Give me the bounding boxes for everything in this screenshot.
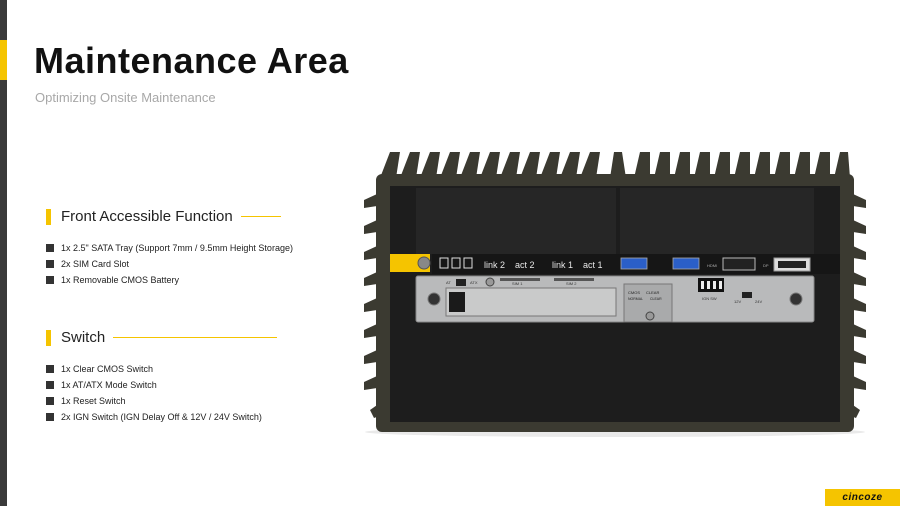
section-header: Front Accessible Function [46, 208, 293, 225]
switch-label-at: AT [446, 280, 451, 285]
section-title: Switch [61, 329, 106, 346]
bullet-icon [46, 276, 54, 284]
list-item: 2x SIM Card Slot [46, 256, 293, 272]
ign-sw-label: IGN SW [702, 296, 717, 301]
port-label-hdmi: HDMI [707, 263, 717, 268]
bullet-icon [46, 365, 54, 373]
section-title: Front Accessible Function [61, 208, 233, 225]
led-label-act1: act 1 [583, 260, 603, 270]
usb-port [620, 257, 648, 270]
cmos-label-normal: NORMAL [628, 297, 643, 301]
list-item: 1x AT/ATX Mode Switch [46, 377, 277, 393]
left-edge-accent [0, 40, 7, 80]
ign-dip-switch [698, 278, 724, 292]
brand-logo: cincoze [825, 489, 900, 506]
bullet-icon [46, 260, 54, 268]
hdmi-port [722, 257, 756, 271]
bullet-icon [46, 381, 54, 389]
sim-label-2: SIM 2 [566, 281, 577, 286]
bullet-icon [46, 413, 54, 421]
volt-label-24v: 24V [755, 299, 762, 304]
section-marker [46, 329, 51, 346]
led-label-act2: act 2 [515, 260, 535, 270]
device-front-image: link 2 act 2 link 1 act 1 HDMI DP AT ATX… [364, 152, 866, 437]
section-marker [46, 208, 51, 225]
volt-label-12v: 12V [734, 299, 741, 304]
cmos-label-clear: CLEAR [646, 290, 659, 295]
sata-tray [445, 287, 617, 317]
feature-list: 1x 2.5" SATA Tray (Support 7mm / 9.5mm H… [46, 240, 293, 288]
page-title: Maintenance Area [34, 40, 349, 81]
led-label-link1: link 1 [552, 260, 573, 270]
port-label-dp: DP [763, 263, 769, 268]
switch-label-atx: ATX [470, 280, 478, 285]
list-item: 1x Clear CMOS Switch [46, 361, 277, 377]
led-label-link2: link 2 [484, 260, 505, 270]
left-edge-bar [0, 0, 7, 506]
section-underline [240, 216, 281, 217]
section-underline [113, 337, 278, 338]
list-item: 2x IGN Switch (IGN Delay Off & 12V / 24V… [46, 409, 277, 425]
list-item: 1x Reset Switch [46, 393, 277, 409]
bullet-icon [46, 397, 54, 405]
section-switch: Switch 1x Clear CMOS Switch 1x AT/ATX Mo… [46, 329, 278, 425]
list-item: 1x 2.5" SATA Tray (Support 7mm / 9.5mm H… [46, 240, 293, 256]
usb-port [672, 257, 700, 270]
feature-list: 1x Clear CMOS Switch 1x AT/ATX Mode Swit… [46, 361, 277, 425]
section-header: Switch [46, 329, 278, 346]
list-item: 1x Removable CMOS Battery [46, 272, 293, 288]
cmos-label-cmos: CMOS [628, 290, 640, 295]
page-subtitle: Optimizing Onsite Maintenance [35, 90, 216, 105]
section-front-accessible: Front Accessible Function 1x 2.5" SATA T… [46, 208, 293, 288]
bullet-icon [46, 244, 54, 252]
cmos-label-clear2: CLEAR [650, 297, 662, 301]
sim-label-1: SIM 1 [512, 281, 523, 286]
